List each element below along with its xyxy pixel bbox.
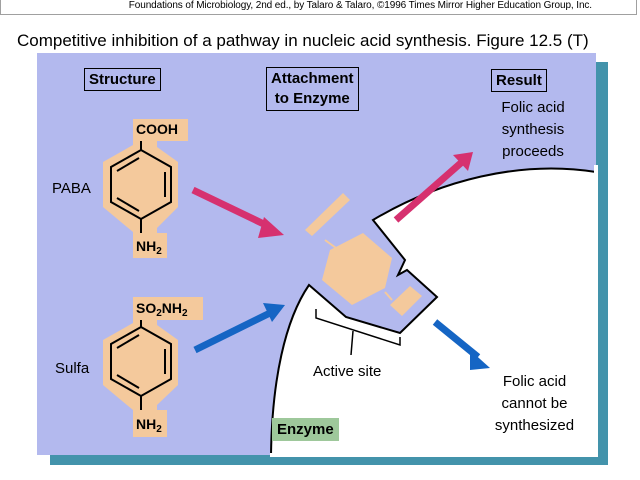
substrate-fragment-bottom — [390, 286, 422, 316]
result-proceeds-text: Folic acid synthesis proceeds — [488, 97, 578, 163]
sulfa-amine-sub: 2 — [156, 424, 162, 435]
paba-label: PABA — [52, 180, 91, 197]
paba-amine-sub: 2 — [156, 246, 162, 257]
paba-amine-group: NH2 — [136, 238, 162, 257]
paba-cooh-group: COOH — [136, 121, 178, 137]
sulfa-molecule — [103, 297, 203, 437]
sulfa-nh-sub: 2 — [182, 308, 188, 319]
credit-bar: Foundations of Microbiology, 2nd ed., by… — [0, 0, 637, 15]
active-site-pointer — [350, 330, 354, 356]
attachment-heading-line1: Attachment — [271, 70, 354, 87]
substrate-fragment-top — [305, 193, 350, 236]
sulfa-to-enzyme-arrow — [193, 303, 285, 354]
sulfa-amine-group: NH2 — [136, 416, 162, 435]
attachment-heading: Attachment to Enzyme — [266, 67, 359, 111]
sulfa-so-main: SO — [136, 300, 157, 316]
sulfa-sulfonamide-group: SO2NH2 — [136, 300, 188, 319]
credit-text: Foundations of Microbiology, 2nd ed., by… — [128, 0, 592, 11]
sulfa-label: Sulfa — [55, 360, 90, 377]
result-proceeds-line3: proceeds — [502, 143, 564, 160]
blocked-arrow — [432, 319, 490, 370]
figure-title: Competitive inhibition of a pathway in n… — [17, 31, 589, 50]
active-site-bracket — [315, 309, 401, 347]
paba-amine-main: NH — [136, 238, 157, 254]
sulfa-nh-main: NH — [161, 300, 183, 316]
result-proceeds-line2: synthesis — [501, 121, 565, 138]
paba-to-enzyme-arrow — [191, 186, 284, 238]
enzyme-label: Enzyme — [272, 418, 339, 441]
structure-heading: Structure — [84, 68, 161, 91]
result-blocked-line2: cannot be — [501, 395, 568, 412]
substrate-hexagon — [322, 233, 392, 305]
result-heading: Result — [491, 69, 547, 92]
attachment-heading-line2: to Enzyme — [274, 90, 350, 107]
sulfa-amine-main: NH — [136, 416, 157, 432]
result-blocked-text: Folic acid cannot be synthesized — [482, 371, 587, 437]
paba-molecule — [103, 119, 188, 258]
proceeds-arrow — [393, 152, 473, 223]
result-blocked-line1: Folic acid — [502, 373, 567, 390]
active-site-label: Active site — [313, 363, 382, 380]
result-proceeds-line1: Folic acid — [501, 99, 565, 116]
result-blocked-line3: synthesized — [494, 417, 575, 434]
enzyme-body — [269, 167, 597, 456]
sulfa-so-sub: 2 — [156, 308, 162, 319]
